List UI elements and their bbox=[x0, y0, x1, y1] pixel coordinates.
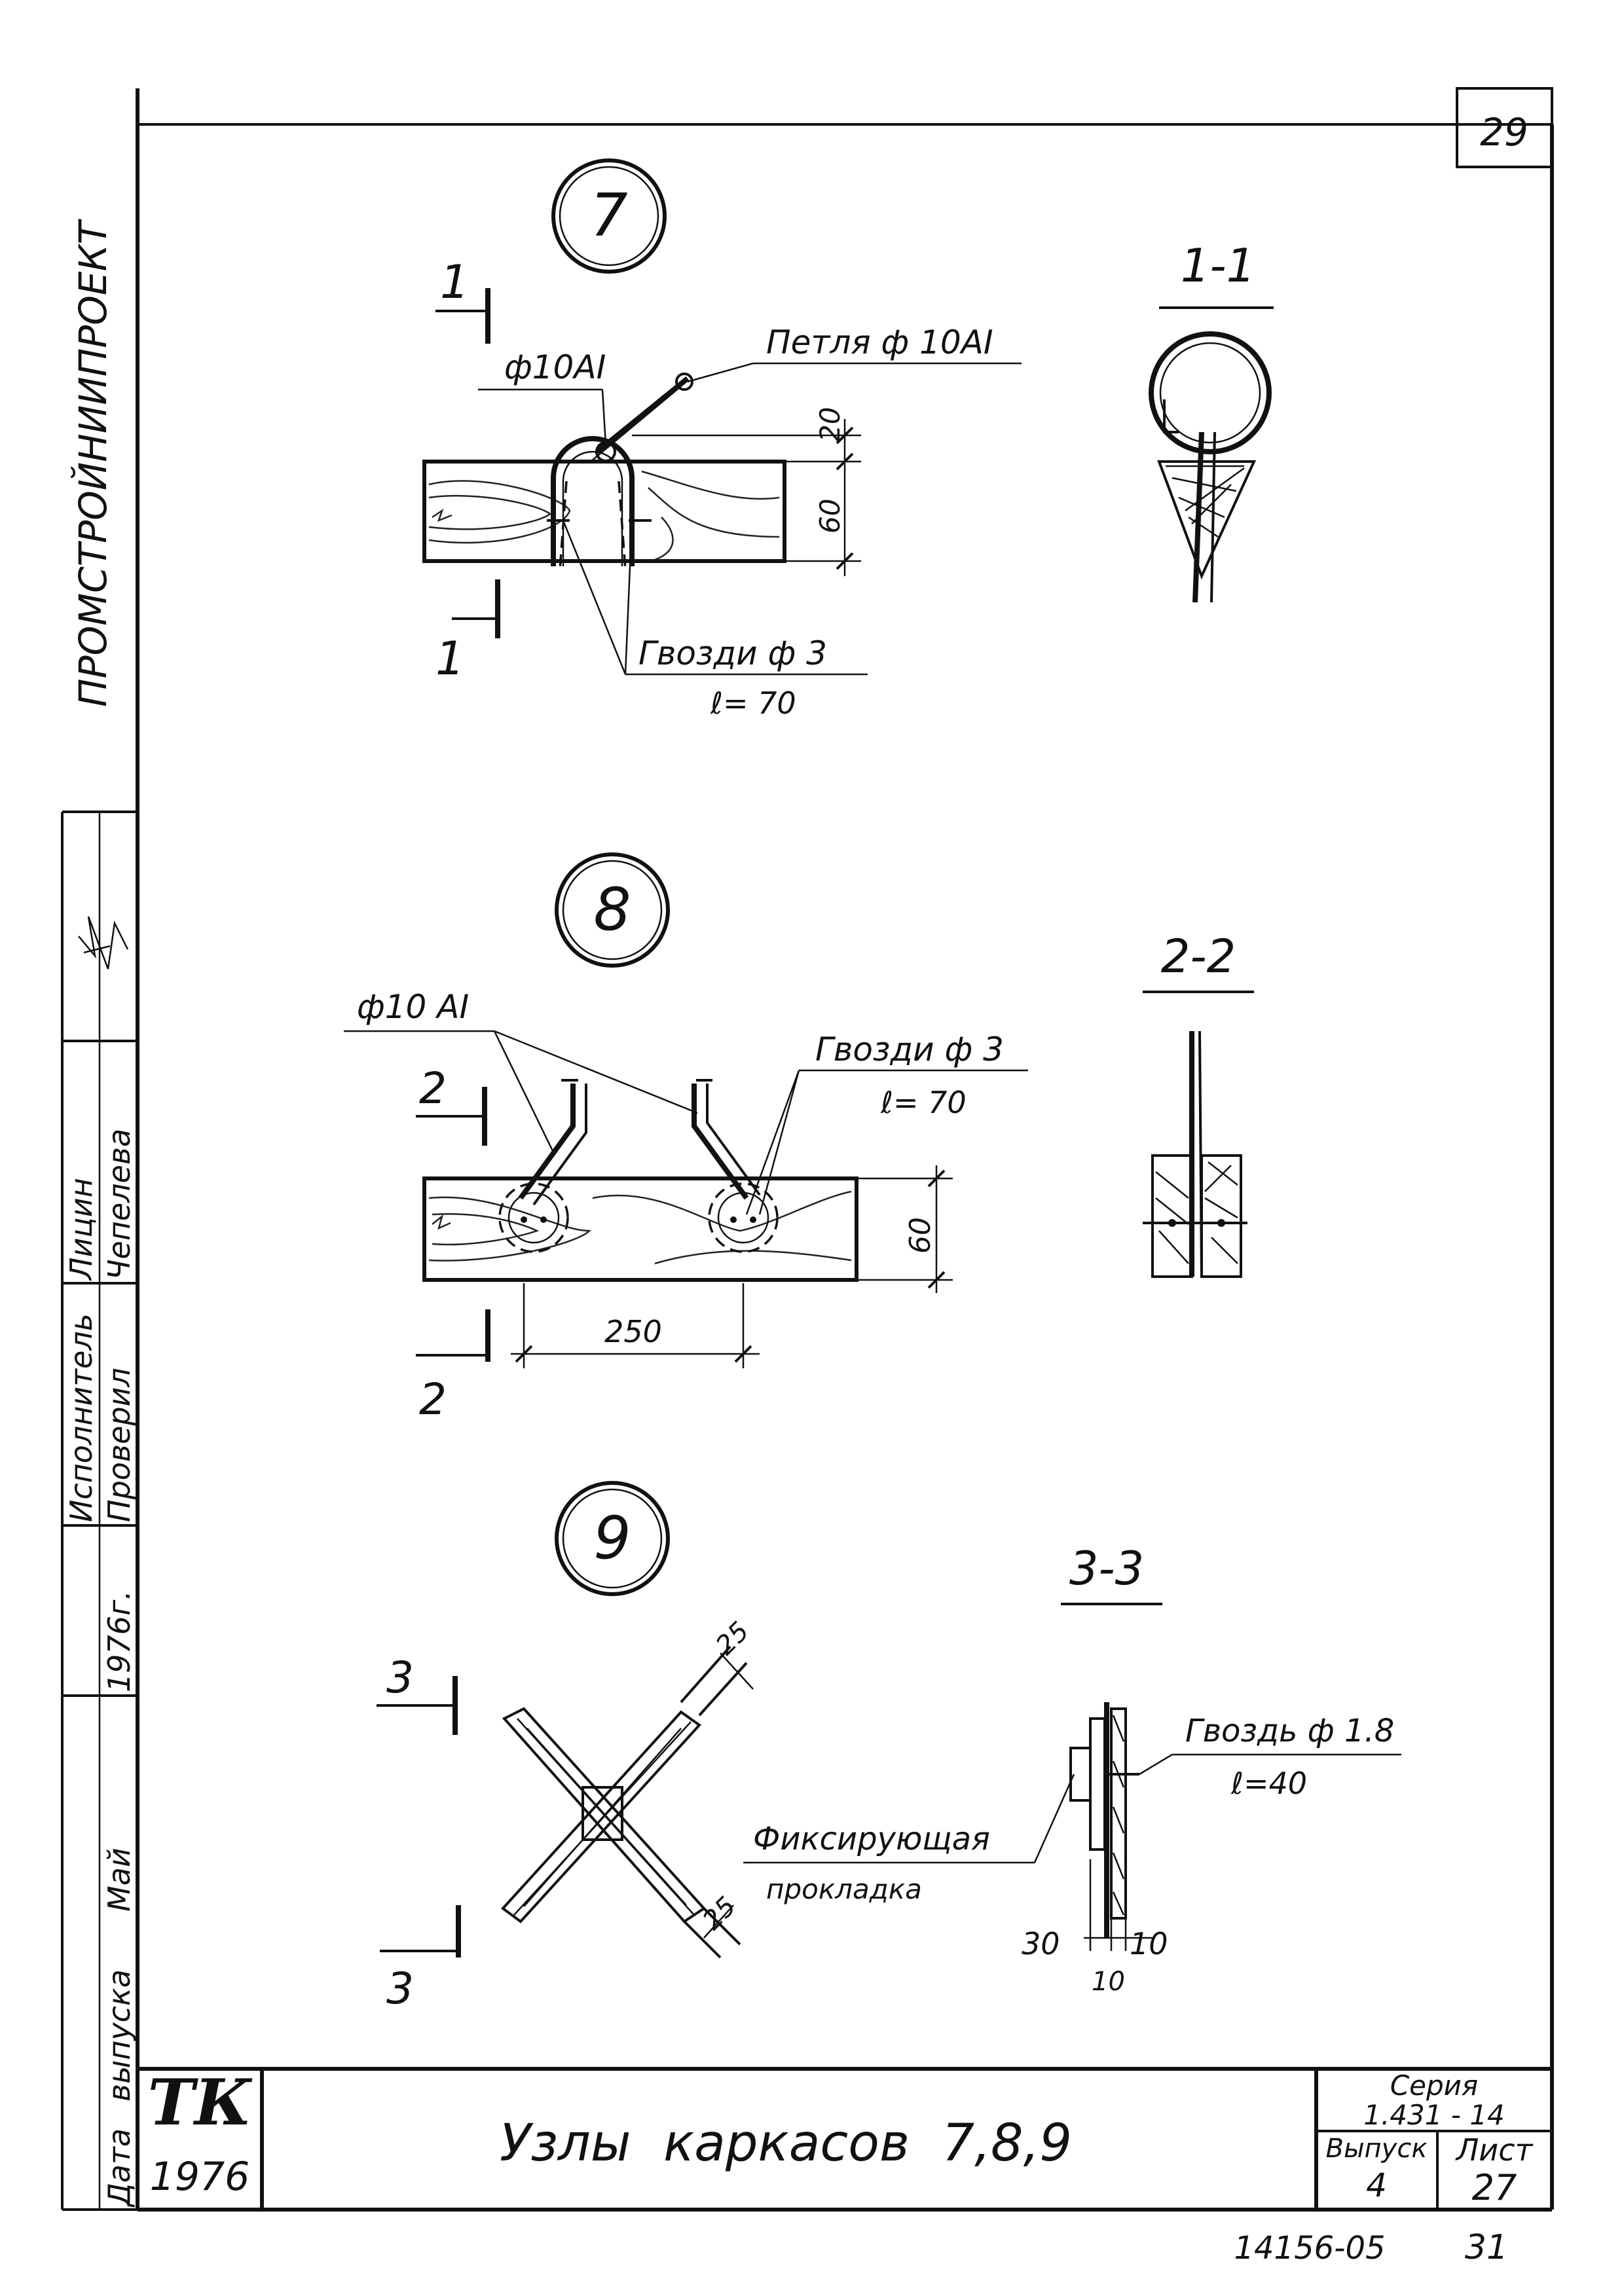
issue-value: 4 bbox=[1366, 2166, 1387, 2204]
stamp-role-2: Проверил bbox=[101, 1368, 137, 1522]
node-8-rebar-left bbox=[518, 1084, 576, 1200]
node-9: 9 3 3 25 25 3-3 bbox=[377, 1481, 1401, 2014]
sheet-frame bbox=[136, 88, 1554, 2212]
sheet-value: 27 bbox=[1472, 2167, 1517, 2208]
node-9-dim-10b: 10 bbox=[1130, 1926, 1168, 1961]
organization-name: ПРОМСТРОЙНИИПРОЕКТ bbox=[70, 218, 115, 707]
node-8-dim-span: 250 bbox=[604, 1314, 662, 1349]
year: 1976 bbox=[150, 2154, 250, 2200]
node-8-nails-label: Гвозди ф 3 bbox=[815, 1030, 1004, 1068]
node-9-dim-30: 30 bbox=[1022, 1926, 1060, 1961]
left-stamp: Лицин Чепелева Исполнитель Проверил 1976… bbox=[61, 811, 138, 2211]
section-mark-1-top: 1 bbox=[435, 255, 490, 344]
node-8-number: 8 bbox=[593, 875, 631, 944]
series-value: 1.431 - 14 bbox=[1363, 2099, 1505, 2131]
section-1-1-title: 1-1 bbox=[1181, 239, 1255, 293]
node-9-number: 9 bbox=[593, 1504, 631, 1573]
section-mark-2-top: 2 bbox=[416, 1063, 487, 1146]
node-7-loop-label: Петля ф 10АI bbox=[766, 323, 993, 361]
section-2-2-drawing bbox=[1143, 1030, 1247, 1278]
sheet-label: Лист bbox=[1455, 2132, 1534, 2168]
section-1-bottom-label: 1 bbox=[435, 632, 465, 685]
section-mark-1-bottom: 1 bbox=[435, 579, 500, 685]
node-9-pad-label: Фиксирующая bbox=[753, 1821, 990, 1857]
section-2-bottom-label: 2 bbox=[419, 1374, 447, 1425]
section-3-top-label: 3 bbox=[386, 1652, 414, 1703]
stamp-release-label: выпуска bbox=[101, 1969, 137, 2102]
node-9-dim-10a: 10 bbox=[1092, 1967, 1125, 1997]
node-8-dim-height: 60 bbox=[904, 1217, 937, 1254]
stamp-date-value: 1976г. bbox=[101, 1590, 137, 1692]
footer-page: 31 bbox=[1465, 2228, 1508, 2267]
stamp-name-2: Чепелева bbox=[101, 1129, 137, 1280]
section-1-1-drawing bbox=[1149, 331, 1272, 603]
node-7-nails-length: ℓ= 70 bbox=[710, 685, 796, 721]
title-block: ТК 1976 Узлы каркасов 7,8,9 Серия 1.431 … bbox=[138, 2066, 1552, 2210]
section-mark-2-bottom: 2 bbox=[416, 1309, 490, 1425]
section-2-top-label: 2 bbox=[419, 1063, 447, 1114]
signature bbox=[78, 916, 129, 970]
stamp-name-1: Лицин bbox=[64, 1178, 99, 1281]
node-8-rebar-label: ф10 АI bbox=[357, 988, 469, 1026]
series-label: Серия bbox=[1390, 2069, 1478, 2102]
node-7-dim-height: 60 bbox=[814, 499, 846, 534]
section-3-3-title: 3-3 bbox=[1069, 1542, 1144, 1595]
section-2-2-title: 2-2 bbox=[1161, 930, 1236, 983]
node-8-rebar-right bbox=[692, 1084, 749, 1200]
section-3-3-drawing bbox=[1069, 1702, 1153, 1951]
node-9-dim-b: 25 bbox=[697, 1891, 743, 1937]
node-7-beam bbox=[422, 460, 786, 563]
issue-label: Выпуск bbox=[1326, 2134, 1428, 2164]
drawing-title: Узлы каркасов 7,8,9 bbox=[500, 2114, 1072, 2173]
node-8-beam bbox=[422, 1176, 858, 1282]
node-7-nails-label: Гвозди ф 3 bbox=[638, 634, 827, 672]
stamp-role-1: Исполнитель bbox=[64, 1313, 99, 1522]
node-7-rebar-label: ф10АI bbox=[504, 348, 606, 386]
node-7-dim-top: 20 bbox=[814, 407, 846, 442]
stamp-date-label: Дата bbox=[101, 2128, 137, 2208]
node-8-nails-length: ℓ= 70 bbox=[880, 1085, 967, 1120]
node-9-nail-label: Гвоздь ф 1.8 bbox=[1185, 1713, 1394, 1749]
page-number-box: 29 bbox=[1456, 87, 1553, 168]
footer-code: 14156-05 bbox=[1234, 2230, 1385, 2267]
node-9-cross bbox=[501, 1645, 754, 1959]
node-8: 8 2 2 bbox=[344, 852, 1254, 1425]
section-mark-3-bottom: 3 bbox=[380, 1905, 461, 2014]
node-7-number: 7 bbox=[590, 181, 627, 250]
section-1-top-label: 1 bbox=[440, 255, 470, 309]
node-9-pad-label2: прокладка bbox=[766, 1873, 922, 1905]
section-mark-3-top: 3 bbox=[377, 1652, 458, 1735]
node-7-loop bbox=[551, 436, 635, 566]
node-7: 7 1 1 bbox=[422, 158, 1274, 721]
stamp-month: Май bbox=[101, 1848, 137, 1912]
page-number: 29 bbox=[1480, 110, 1528, 155]
section-3-bottom-label: 3 bbox=[386, 1963, 414, 2014]
node-9-nail-length: ℓ=40 bbox=[1230, 1766, 1307, 1801]
logo: ТК bbox=[148, 2066, 253, 2140]
node-9-dim-a: 25 bbox=[710, 1616, 756, 1662]
